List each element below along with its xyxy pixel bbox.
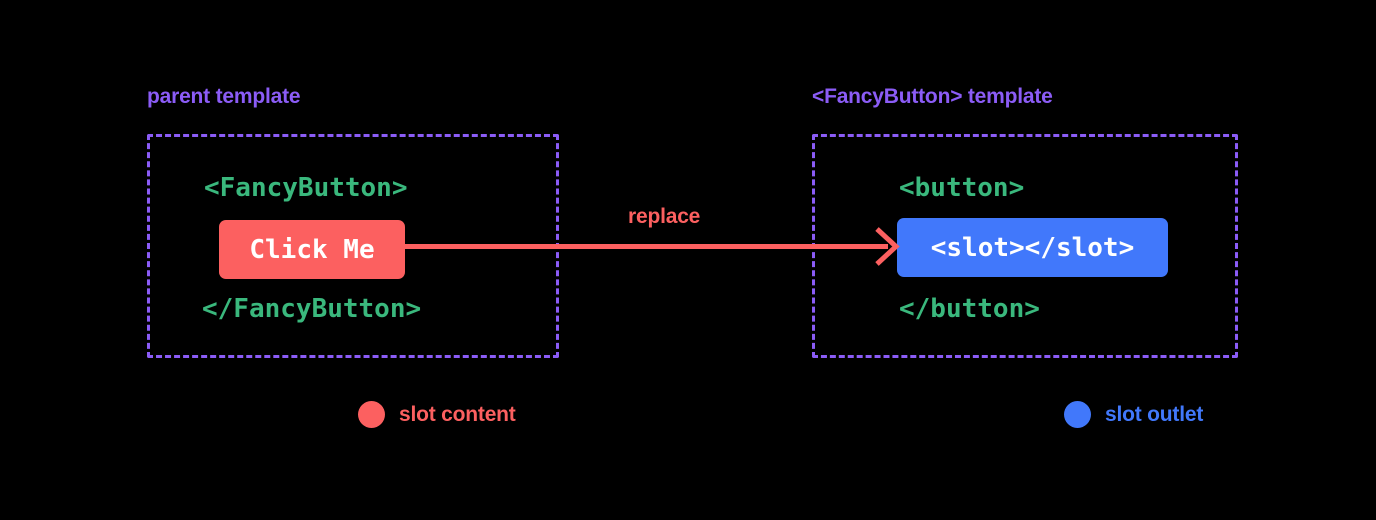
button-close-tag: </button> (899, 294, 1040, 324)
legend-item-slot-content: slot content (358, 401, 516, 428)
arrow-label: replace (628, 205, 701, 228)
slot-outlet-chip[interactable]: <slot></slot> (897, 218, 1168, 277)
slot-content-chip[interactable]: Click Me (219, 220, 405, 279)
replace-arrow (405, 227, 900, 266)
legend-dot-icon (358, 401, 385, 428)
fancybutton-template-title: <FancyButton> template (812, 85, 1053, 108)
legend-dot-icon (1064, 401, 1091, 428)
parent-template-title: parent template (147, 85, 301, 108)
button-open-tag: <button> (899, 173, 1025, 203)
legend-label-slot-outlet: slot outlet (1105, 402, 1204, 426)
arrow-head-icon (875, 227, 900, 266)
legend-item-slot-outlet: slot outlet (1064, 401, 1203, 428)
parent-close-tag: </FancyButton> (202, 294, 422, 324)
legend-label-slot-content: slot content (399, 402, 516, 426)
parent-open-tag: <FancyButton> (204, 173, 408, 203)
